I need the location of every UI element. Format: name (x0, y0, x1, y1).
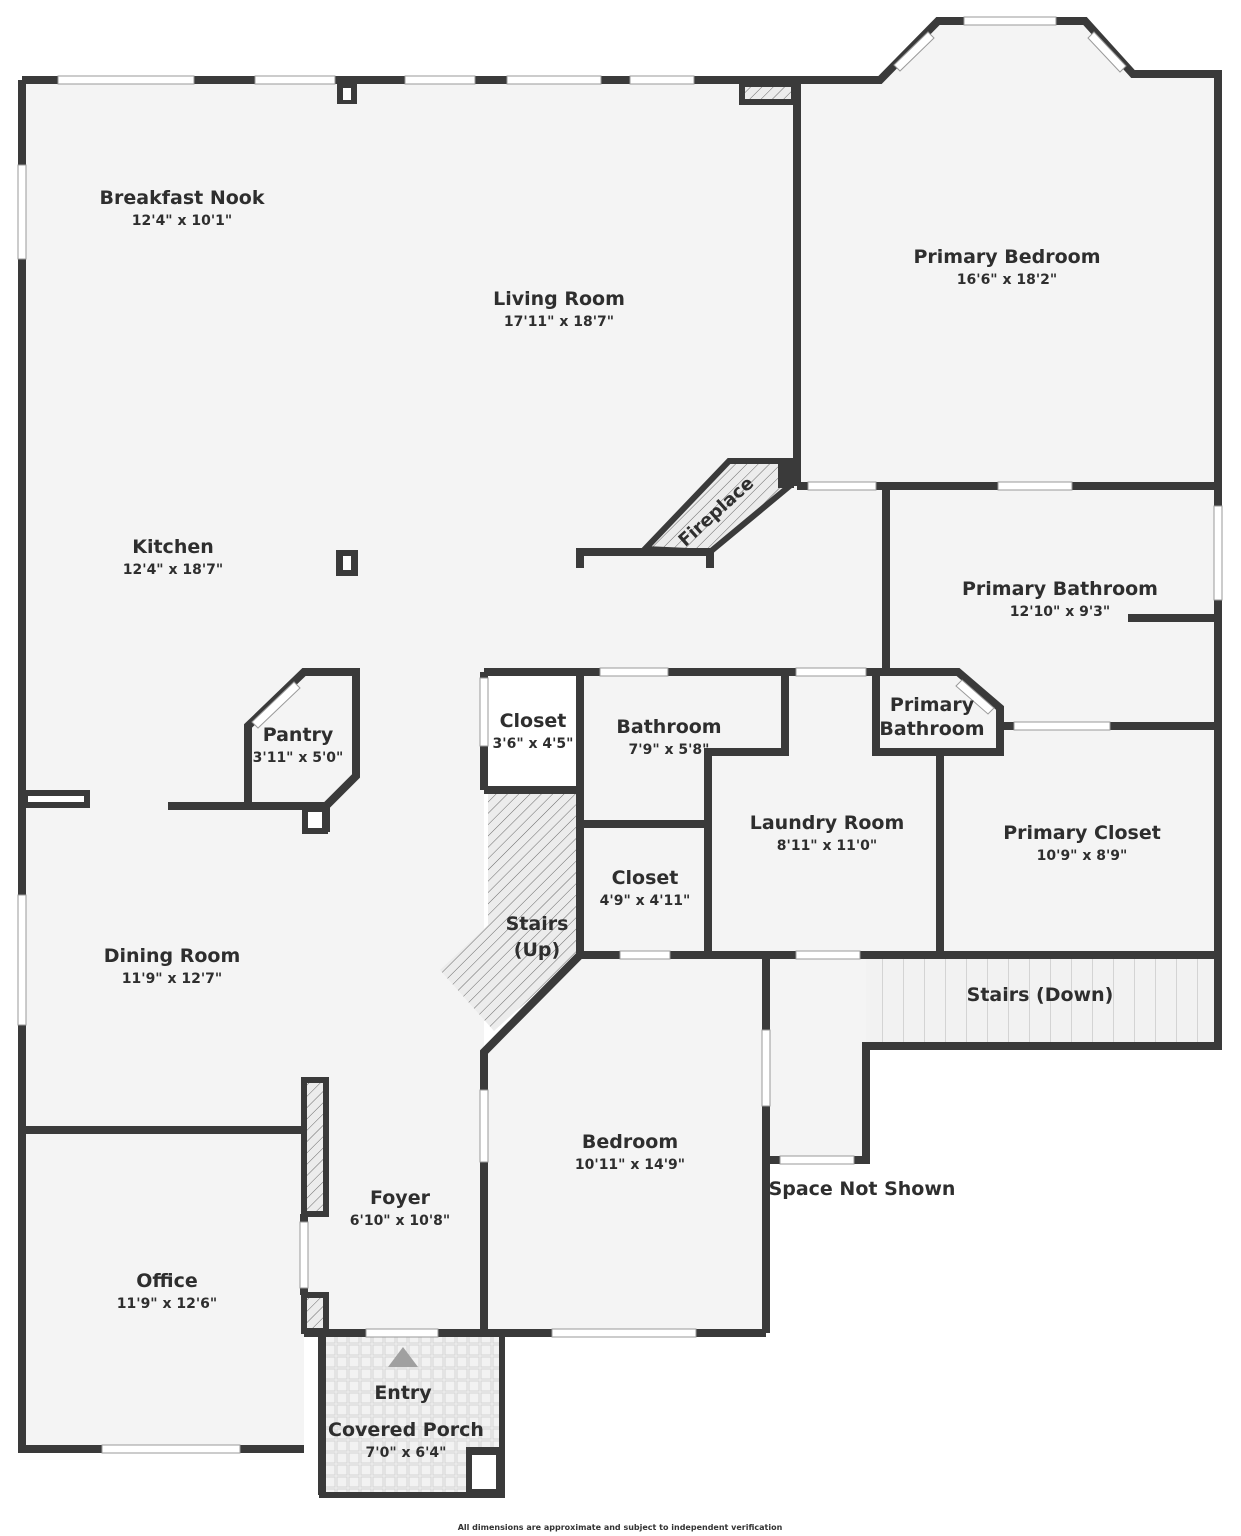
primary-bathroom-small-line2: Bathroom (879, 718, 984, 740)
stairs-down-treads (866, 957, 1216, 1045)
stairs-down-label: Stairs (Down) (967, 984, 1114, 1006)
room-primary-bedroom: Primary Bedroom 16'6" x 18'2" (913, 246, 1100, 288)
foyer-dims: 6'10" x 10'8" (350, 1213, 450, 1229)
room-primary-closet: Primary Closet 10'9" x 8'9" (1003, 822, 1161, 864)
breakfast-nook-dims: 12'4" x 10'1" (132, 213, 232, 229)
room-pantry: Pantry 3'11" x 5'0" (253, 724, 344, 766)
kitchen-label: Kitchen (132, 536, 214, 558)
primary-bathroom-small-line1: Primary (890, 694, 975, 716)
room-laundry-room: Laundry Room 8'11" x 11'0" (750, 812, 905, 854)
office-label: Office (136, 1270, 198, 1292)
room-dining-room: Dining Room 11'9" x 12'7" (104, 945, 241, 987)
primary-bathroom-label: Primary Bathroom (962, 578, 1158, 600)
bedroom-dims: 10'11" x 14'9" (575, 1157, 685, 1173)
windows (17, 16, 1223, 1454)
foyer-pillar-hatch-2 (301, 1292, 329, 1334)
closet-1-dims: 3'6" x 4'5" (493, 736, 574, 752)
bay-windows (251, 31, 1127, 729)
laundry-room-dims: 8'11" x 11'0" (777, 838, 877, 854)
pantry-dims: 3'11" x 5'0" (253, 750, 344, 766)
dining-room-label: Dining Room (104, 945, 241, 967)
room-closet-1: Closet 3'6" x 4'5" (493, 710, 574, 752)
bedroom-label: Bedroom (582, 1131, 678, 1153)
room-office: Office 11'9" x 12'6" (117, 1270, 217, 1312)
closet-2-label: Closet (612, 867, 679, 889)
breakfast-nook-label: Breakfast Nook (100, 187, 265, 209)
foyer-label: Foyer (370, 1187, 431, 1209)
floor-fill (22, 21, 1218, 1447)
living-room-dims: 17'11" x 18'7" (504, 314, 614, 330)
primary-bathroom-dims: 12'10" x 9'3" (1010, 604, 1110, 620)
room-bathroom: Bathroom 7'9" x 5'8" (616, 716, 721, 758)
covered-porch-dims: 7'0" x 6'4" (366, 1445, 447, 1461)
column-hatch-top (739, 81, 797, 105)
bathroom-label: Bathroom (616, 716, 721, 738)
entry-label: Entry (374, 1382, 432, 1404)
foyer-pillar-hatch (301, 1077, 329, 1217)
kitchen-dims: 12'4" x 18'7" (123, 562, 223, 578)
bathroom-dims: 7'9" x 5'8" (629, 742, 710, 758)
primary-bedroom-label: Primary Bedroom (913, 246, 1100, 268)
room-covered-porch: Covered Porch 7'0" x 6'4" (328, 1419, 484, 1461)
footnote: All dimensions are approximate and subje… (458, 1523, 783, 1532)
closet-2-dims: 4'9" x 4'11" (600, 893, 691, 909)
room-breakfast-nook: Breakfast Nook 12'4" x 10'1" (100, 187, 265, 229)
room-stairs-up: Stairs (Up) (506, 913, 569, 961)
room-living-room: Living Room 17'11" x 18'7" (493, 288, 625, 330)
room-foyer: Foyer 6'10" x 10'8" (350, 1187, 450, 1229)
room-kitchen: Kitchen 12'4" x 18'7" (123, 536, 223, 578)
primary-bedroom-dims: 16'6" x 18'2" (957, 272, 1057, 288)
stairs-up-hatch (440, 793, 578, 1031)
primary-closet-label: Primary Closet (1003, 822, 1161, 844)
covered-porch-label: Covered Porch (328, 1419, 484, 1441)
primary-closet-dims: 10'9" x 8'9" (1037, 848, 1128, 864)
closet-1-label: Closet (500, 710, 567, 732)
space-not-shown-label: Space Not Shown (769, 1178, 956, 1200)
room-primary-bathroom: Primary Bathroom 12'10" x 9'3" (962, 578, 1158, 620)
stairs-up-line1: Stairs (506, 913, 569, 935)
dining-room-dims: 11'9" x 12'7" (122, 971, 222, 987)
laundry-room-label: Laundry Room (750, 812, 905, 834)
room-closet-2: Closet 4'9" x 4'11" (600, 867, 691, 909)
living-room-label: Living Room (493, 288, 625, 310)
room-bedroom: Bedroom 10'11" x 14'9" (575, 1131, 685, 1173)
office-dims: 11'9" x 12'6" (117, 1296, 217, 1312)
stairs-up-line2: (Up) (514, 939, 560, 961)
room-primary-bathroom-small: Primary Bathroom (879, 694, 984, 740)
pantry-label: Pantry (263, 724, 334, 746)
entry-arrow-icon (388, 1347, 418, 1367)
